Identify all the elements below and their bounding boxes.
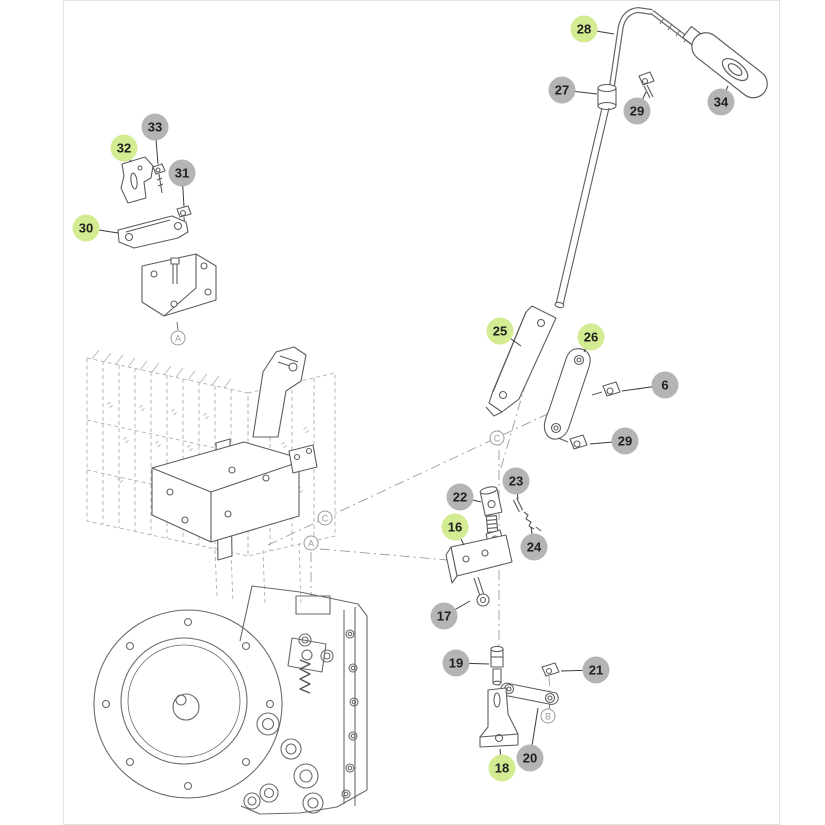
callout-31[interactable]: 31 <box>168 159 196 187</box>
pivot-pin-19 <box>490 645 504 686</box>
callout-20[interactable]: 20 <box>516 744 544 772</box>
callout-28[interactable]: 28 <box>570 15 598 43</box>
lever-20 <box>499 662 560 710</box>
callout-22[interactable]: 22 <box>446 483 474 511</box>
foot-bracket-18 <box>479 687 519 748</box>
callout-34[interactable]: 34 <box>707 88 735 116</box>
callout-29[interactable]: 29 <box>623 97 651 125</box>
mounting-plate-16 <box>445 529 513 607</box>
callout-19[interactable]: 19 <box>442 649 470 677</box>
callout-26[interactable]: 26 <box>577 323 605 351</box>
callout-27[interactable]: 27 <box>548 76 576 104</box>
upper-bracket-assembly <box>117 156 217 331</box>
callout-17[interactable]: 17 <box>430 602 458 630</box>
callout-32[interactable]: 32 <box>110 134 138 162</box>
reference-marker-B: B <box>540 708 556 724</box>
reference-marker-C: C <box>317 510 333 526</box>
reference-marker-A: A <box>303 535 319 551</box>
callout-25[interactable]: 25 <box>486 317 514 345</box>
leader-lines <box>85 28 729 769</box>
callout-18[interactable]: 18 <box>488 754 516 782</box>
link-arm-26 <box>543 348 621 450</box>
shift-rod-assembly <box>554 7 768 309</box>
callout-30[interactable]: 30 <box>72 214 100 242</box>
callout-21[interactable]: 21 <box>582 656 610 684</box>
reference-marker-A: A <box>170 330 186 346</box>
frame-hatch <box>91 349 232 389</box>
handle-grip <box>682 25 768 99</box>
transmission-case <box>93 585 368 815</box>
page-border <box>63 0 780 825</box>
joint-cluster <box>479 486 542 533</box>
callout-16[interactable]: 16 <box>441 513 469 541</box>
callout-29[interactable]: 29 <box>611 427 639 455</box>
reference-marker-C: C <box>489 430 505 446</box>
callout-24[interactable]: 24 <box>520 533 548 561</box>
frame-mount-bracket <box>151 346 318 561</box>
callout-33[interactable]: 33 <box>141 113 169 141</box>
callout-6[interactable]: 6 <box>651 371 679 399</box>
callout-23[interactable]: 23 <box>502 467 530 495</box>
shift-bracket-25 <box>485 305 557 417</box>
